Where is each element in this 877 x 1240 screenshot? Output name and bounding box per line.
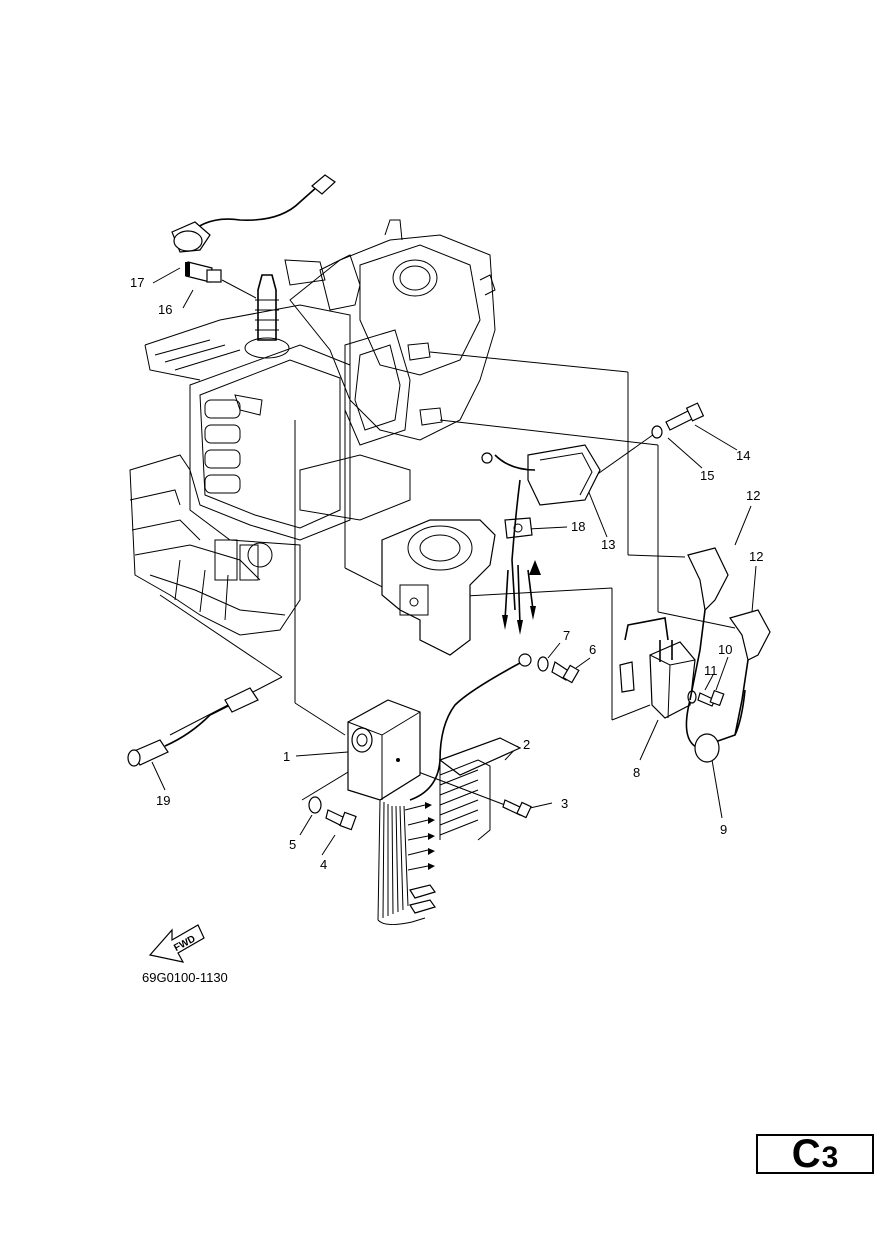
coil-bolt-washer (687, 689, 725, 707)
part-code-label: 69G0100-1130 (142, 970, 228, 985)
engine-block (129, 219, 496, 636)
callout-labels: 1 2 3 4 5 6 7 8 9 10 11 12 12 13 14 15 1… (130, 275, 763, 872)
grommet-9 (685, 689, 746, 763)
bolt-14-washer-15 (651, 402, 705, 439)
callout-4: 4 (320, 857, 327, 872)
section-tag: C 3 (756, 1134, 874, 1174)
callout-2: 2 (523, 737, 530, 752)
callout-1: 1 (283, 749, 290, 764)
callout-12-lower: 12 (749, 549, 763, 564)
cdi-unit (347, 699, 421, 801)
plug-cap-lead (171, 174, 336, 253)
leader-lines (151, 267, 757, 856)
thermo-sensor (185, 261, 222, 283)
rectifier-unit (438, 737, 522, 841)
callout-14: 14 (736, 448, 750, 463)
ignition-coil (619, 617, 696, 719)
callout-12-upper: 12 (746, 488, 760, 503)
stator-base (381, 519, 496, 656)
callout-11: 11 (704, 663, 718, 678)
callout-6: 6 (589, 642, 596, 657)
callout-5: 5 (289, 837, 296, 852)
regulator-unit (481, 444, 601, 635)
callout-19: 19 (156, 793, 170, 808)
section-number: 3 (821, 1141, 839, 1174)
connector-19 (127, 687, 259, 767)
fwd-arrow-label: FWD (172, 934, 197, 954)
cdi-washer-bolt (308, 796, 357, 831)
callout-18: 18 (571, 519, 585, 534)
ground-washer-bolt (518, 653, 580, 684)
section-letter: C (791, 1132, 821, 1176)
fwd-direction-arrow: FWD (148, 924, 205, 963)
callout-7: 7 (563, 628, 570, 643)
callout-9: 9 (720, 822, 727, 837)
callout-10: 10 (718, 642, 732, 657)
bolt-3 (502, 799, 532, 819)
cdi-harness (377, 799, 436, 926)
plug-caps-12 (687, 547, 771, 736)
ground-lead (409, 662, 521, 801)
callout-16: 16 (158, 302, 172, 317)
callout-17: 17 (130, 275, 144, 290)
callout-13: 13 (601, 537, 615, 552)
callout-3: 3 (561, 796, 568, 811)
callout-15: 15 (700, 468, 714, 483)
callout-8: 8 (633, 765, 640, 780)
wire-clamp (504, 517, 533, 539)
